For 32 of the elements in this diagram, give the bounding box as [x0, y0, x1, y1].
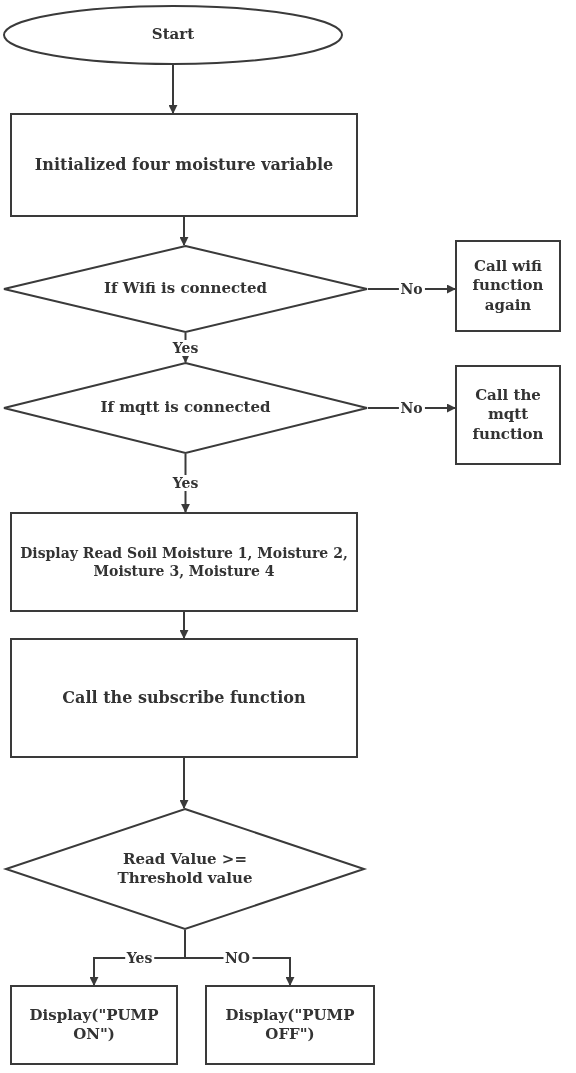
- node-text: Display Read Soil Moisture 1, Moisture 2, Moisture 3, Moisture 4: [19, 543, 349, 581]
- edge-label: Yes: [124, 950, 155, 966]
- arrow: [179, 757, 189, 809]
- arrow: [179, 216, 189, 246]
- arrow: [179, 611, 189, 639]
- edge-label: Yes: [170, 475, 201, 491]
- node-text: Call wifi function again: [471, 256, 545, 316]
- node-text: Display("PUMP ON"): [28, 1005, 160, 1045]
- node-text: Display("PUMP OFF"): [224, 1005, 356, 1045]
- node-text: Start: [151, 25, 195, 45]
- decision-diamond: [3, 362, 368, 454]
- edge-label: No: [398, 400, 425, 416]
- decision-diamond: [5, 808, 365, 930]
- node-text: If Wifi is connected: [103, 279, 268, 299]
- node-text: If mqtt is connected: [100, 398, 271, 418]
- edge-label: Yes: [170, 339, 201, 356]
- process-box: [10, 512, 358, 612]
- decision-diamond: [3, 245, 368, 333]
- process-box: [10, 985, 178, 1065]
- edge-label: NO: [223, 950, 252, 966]
- process-box: [205, 985, 375, 1065]
- edge-label: No: [398, 281, 425, 297]
- terminal-ellipse: [3, 5, 343, 65]
- arrow: [168, 64, 178, 114]
- process-box: [10, 113, 358, 217]
- process-box: [10, 638, 358, 758]
- process-box: [455, 365, 561, 465]
- node-text: Call the mqtt function: [471, 385, 545, 445]
- node-text: Call the subscribe function: [62, 687, 306, 709]
- process-box: [455, 240, 561, 332]
- node-text: Read Value >= Threshold value: [116, 849, 254, 889]
- node-text: Initialized four moisture variable: [34, 154, 334, 176]
